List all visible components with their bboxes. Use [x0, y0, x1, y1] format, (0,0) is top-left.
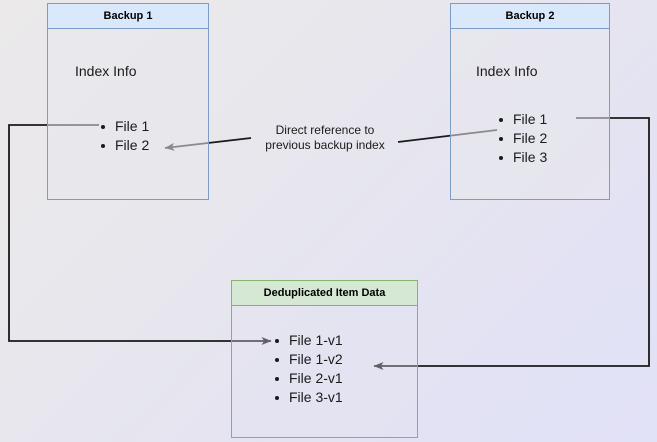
dedup-file-item: File 2-v1 [272, 369, 343, 388]
backup1-file-list: File 1 File 2 [98, 117, 149, 155]
direct-reference-line-1: Direct reference to [275, 123, 375, 137]
dedup-file-item: File 1-v1 [272, 331, 343, 350]
backup1-body: Index Info File 1 File 2 [48, 29, 208, 203]
backup2-box: Backup 2 Index Info File 1 File 2 File 3 [450, 3, 610, 200]
backup1-file-item: File 1 [98, 117, 149, 136]
backup1-index-info-label: Index Info [75, 63, 137, 79]
deduplicated-item-data-box: Deduplicated Item Data File 1-v1 File 1-… [231, 280, 418, 438]
backup2-file-list: File 1 File 2 File 3 [496, 110, 547, 167]
backup1-file-item: File 2 [98, 136, 149, 155]
direct-reference-line-2: previous backup index [265, 138, 385, 152]
dedup-file-item: File 3-v1 [272, 388, 343, 407]
backup2-file-item: File 2 [496, 129, 547, 148]
backup2-index-info-label: Index Info [476, 63, 538, 79]
backup2-body: Index Info File 1 File 2 File 3 [451, 29, 609, 203]
backup2-file-item: File 1 [496, 110, 547, 129]
backup1-header: Backup 1 [48, 4, 208, 29]
dedup-file-list: File 1-v1 File 1-v2 File 2-v1 File 3-v1 [272, 331, 343, 407]
dedup-file-item: File 1-v2 [272, 350, 343, 369]
deduplicated-item-data-body: File 1-v1 File 1-v2 File 2-v1 File 3-v1 [232, 306, 417, 439]
direct-reference-annotation: Direct reference to previous backup inde… [243, 123, 407, 153]
backup1-box: Backup 1 Index Info File 1 File 2 [47, 3, 209, 200]
deduplicated-item-data-header: Deduplicated Item Data [232, 281, 417, 306]
backup2-header: Backup 2 [451, 4, 609, 29]
backup2-file-item: File 3 [496, 148, 547, 167]
